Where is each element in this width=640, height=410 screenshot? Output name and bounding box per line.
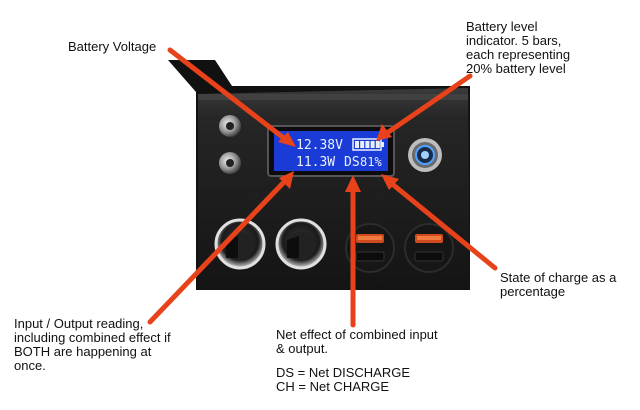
battery-bar	[355, 141, 359, 148]
arrow-battery-voltage	[167, 47, 296, 147]
annotation-net-effect: Net effect of combined input & output.	[276, 327, 438, 356]
lcd-power: 11.3W	[296, 155, 335, 170]
cigarette-socket-right	[275, 218, 327, 270]
arrow-net-effect	[345, 175, 361, 328]
annotation-battery-level: Battery level indicator. 5 bars, each re…	[466, 19, 571, 76]
arrow-input-output	[147, 171, 294, 325]
usb-port-right	[404, 223, 454, 273]
annotation-input-output: Input / Output reading, including combin…	[14, 316, 171, 373]
battery-bar	[370, 141, 375, 148]
lcd-percent: 81%	[360, 155, 382, 169]
battery-bar	[360, 141, 365, 148]
annotation-battery-voltage: Battery Voltage	[68, 39, 157, 54]
annotation-ds-legend: DS = Net DISCHARGE	[276, 365, 411, 380]
annotation-ch-legend: CH = Net CHARGE	[276, 379, 390, 394]
arrow-battery-level	[376, 73, 473, 141]
battery-level-icon	[352, 138, 384, 151]
binding-post-bottom	[219, 152, 241, 174]
power-button[interactable]	[408, 138, 442, 172]
lcd-voltage: 12.38V	[296, 138, 343, 153]
lcd-display: 12.38V 11.3W DS 81%	[267, 125, 395, 177]
lcd-state: DS	[344, 155, 360, 170]
arrow-state-of-charge	[381, 174, 498, 271]
binding-post-top	[219, 115, 241, 137]
battery-bar	[365, 141, 370, 148]
cigarette-socket-left	[214, 218, 266, 270]
battery-bar	[375, 141, 380, 148]
annotation-state-of-charge: State of charge as a percentage	[500, 270, 617, 299]
usb-port-left	[345, 223, 395, 273]
